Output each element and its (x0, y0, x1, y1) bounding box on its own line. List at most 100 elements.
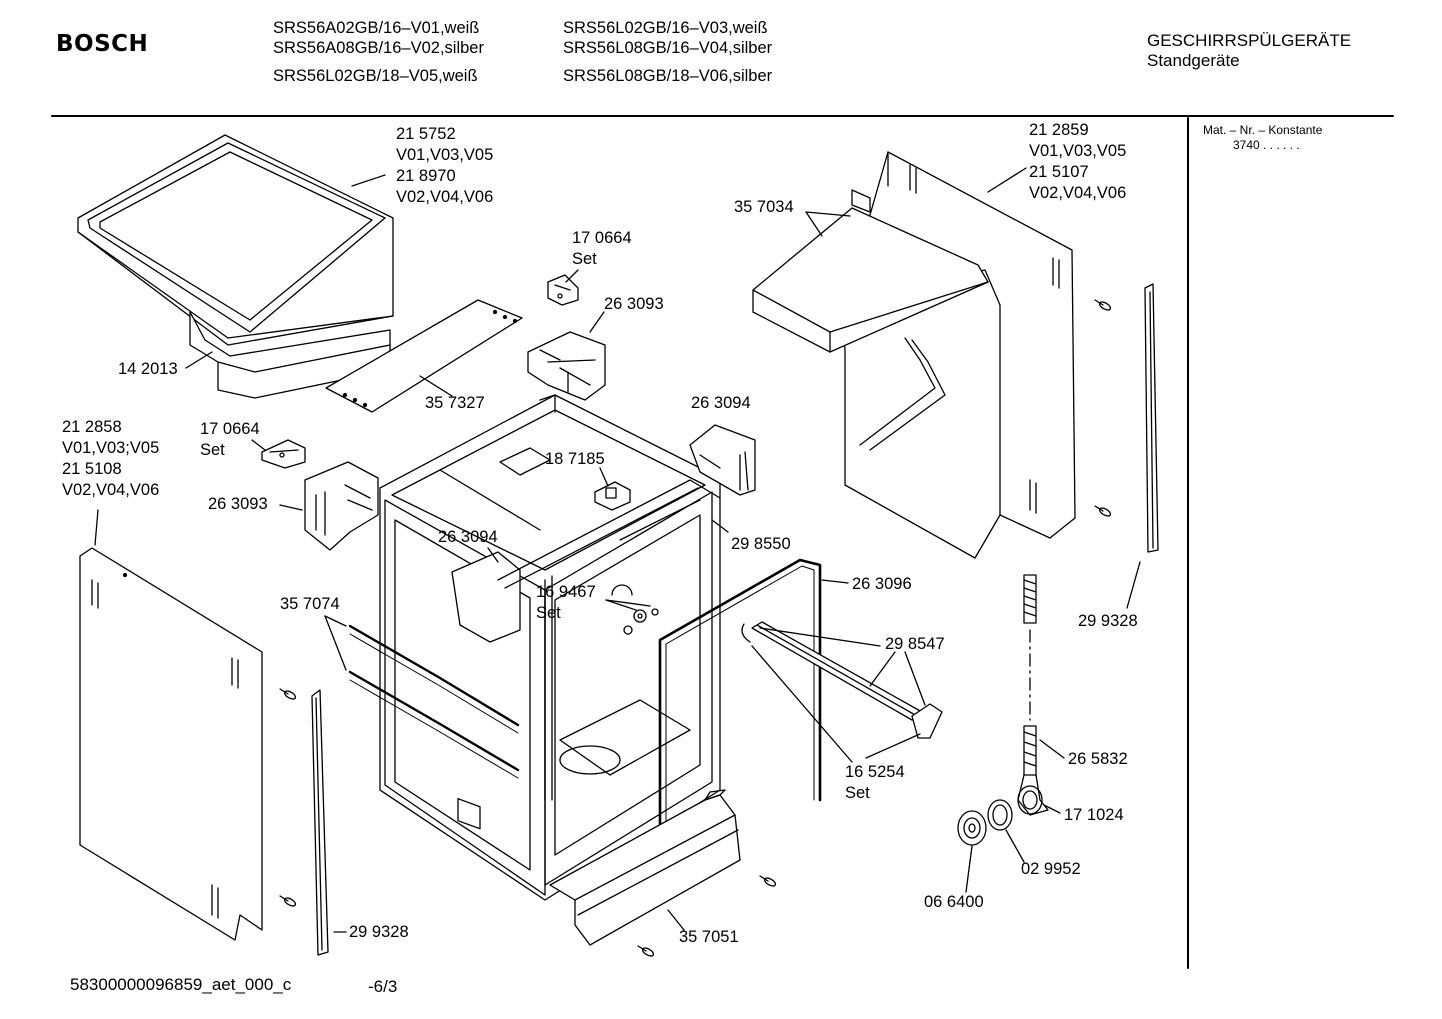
callout-line: V02,V04,V06 (396, 188, 494, 206)
leader-bracket-mid (488, 548, 498, 562)
callout-line: 26 3094 (438, 528, 498, 546)
screw-right-upper (1095, 300, 1112, 312)
callout-hinge-top: 17 0664 Set (572, 228, 632, 270)
gasket-part (660, 560, 820, 888)
valve-part (612, 585, 658, 634)
leader-left-panel (95, 510, 98, 545)
mat-number-label: Mat. – Nr. – Konstante (1203, 123, 1323, 137)
model-item: SRS56L08GB/18–V06,silber (563, 67, 773, 85)
category-line2: Standgeräte (1147, 51, 1240, 70)
leader-runners-c (905, 652, 925, 705)
callout-bracket-top: 26 3093 (604, 294, 664, 315)
callout-line: 26 3093 (604, 295, 664, 313)
brand-logo: BOSCH (56, 31, 149, 57)
leader-top-tray-a (806, 212, 850, 216)
strip-right-part (1145, 284, 1158, 552)
category-heading: GESCHIRRSPÜLGERÄTE Standgeräte (1147, 31, 1351, 71)
callout-bracket-mid: 26 3094 (438, 527, 498, 548)
kickplate-part (550, 790, 740, 945)
runners-part (742, 622, 942, 738)
callout-line: 17 0664 (572, 229, 632, 247)
callout-bracket-right: 26 3094 (691, 393, 751, 414)
rails-part (350, 626, 518, 778)
callout-line: 21 2858 (62, 418, 122, 436)
top-tray-part (753, 190, 988, 352)
callout-line: 29 8550 (731, 535, 791, 553)
strip-left-part (312, 690, 328, 955)
callout-line: 26 3094 (691, 394, 751, 412)
callout-ring: 02 9952 (1021, 859, 1081, 880)
callout-valve: 16 9467 Set (536, 582, 596, 624)
leader-gasket (822, 580, 848, 583)
ring-part (988, 800, 1012, 830)
bracket-top-part (528, 332, 605, 400)
seal-frame-part (498, 480, 720, 800)
leader-runners-b (870, 652, 895, 686)
callout-strip: 35 7327 (425, 393, 485, 414)
leader-top-cover (352, 175, 385, 186)
callout-line: 26 3096 (852, 575, 912, 593)
callout-hose: 26 5832 (1068, 749, 1128, 770)
callout-runners: 29 8547 (885, 634, 945, 655)
model-item: SRS56A08GB/16–V02,silber (273, 39, 484, 57)
callout-lock: 18 7185 (545, 449, 605, 470)
callout-line: 17 0664 (200, 420, 260, 438)
callout-line: 06 6400 (924, 893, 984, 911)
callout-line: Set (845, 784, 870, 802)
screw-left-upper (280, 689, 297, 701)
model-list-col1: SRS56A02GB/16–V01,weiß SRS56A08GB/16–V02… (273, 18, 484, 86)
nut-part (958, 811, 986, 845)
leader-bracket-top (590, 312, 604, 332)
strip-part (326, 300, 522, 412)
callout-line: V01,V03,V05 (1029, 142, 1127, 160)
screw-bottom-right (760, 876, 777, 888)
model-item: SRS56L08GB/16–V04,silber (563, 39, 773, 57)
callout-line: 02 9952 (1021, 860, 1081, 878)
leader-elbow (1044, 805, 1060, 813)
callout-line: Set (200, 441, 225, 459)
leader-runners-a (760, 628, 880, 646)
leader-ring (1006, 830, 1024, 862)
callout-strip-right: 29 9328 (1078, 611, 1138, 632)
callout-line: 21 5752 (396, 125, 456, 143)
callout-elbow: 17 1024 (1064, 805, 1124, 826)
callout-bracket-left: 26 3093 (208, 494, 268, 515)
callout-line: Set (536, 604, 561, 622)
page-number: -6/3 (368, 977, 398, 996)
bracket-left-part (305, 462, 378, 550)
leader-runner-set-b (866, 734, 920, 758)
screw-left-lower (280, 896, 297, 908)
callout-runner-set: 16 5254 Set (845, 762, 905, 804)
bracket-right-part (690, 425, 755, 495)
callout-line: V02,V04,V06 (62, 481, 160, 499)
callout-foot-top: 14 2013 (118, 359, 178, 380)
screw-right-lower (1095, 506, 1112, 518)
callout-line: V01,V03,V05 (396, 146, 494, 164)
hinge-top-part (548, 275, 578, 305)
callout-line: 29 9328 (1078, 612, 1138, 630)
callout-line: Set (572, 250, 597, 268)
callout-line: 35 7327 (425, 394, 485, 412)
callout-line: 26 5832 (1068, 750, 1128, 768)
callout-kickplate: 35 7051 (679, 927, 739, 948)
callout-line: 21 8970 (396, 167, 456, 185)
callout-hinge-left: 17 0664 Set (200, 419, 260, 461)
callout-line: 21 5108 (62, 460, 122, 478)
model-list-col2: SRS56L02GB/16–V03,weiß SRS56L08GB/16–V04… (563, 18, 772, 86)
leader-valve-b (606, 600, 650, 606)
model-item: SRS56A02GB/16–V01,weiß (273, 19, 480, 37)
leader-hinge-left (252, 440, 265, 450)
leader-kickplate (668, 910, 684, 930)
leader-valve-a (606, 600, 636, 610)
leader-nut (966, 846, 972, 892)
callout-line: 14 2013 (118, 360, 178, 378)
leader-strip (420, 376, 452, 396)
rear-panel-part (840, 270, 1000, 558)
leader-foot-top (186, 352, 212, 368)
lock-part (595, 482, 630, 510)
callout-line: 21 5107 (1029, 163, 1089, 181)
leader-rails-a (325, 616, 346, 626)
callout-strip-left: 29 9328 (349, 922, 409, 943)
callout-right-panel: 21 2859 V01,V03,V05 21 5107 V02,V04,V06 (1029, 120, 1126, 204)
